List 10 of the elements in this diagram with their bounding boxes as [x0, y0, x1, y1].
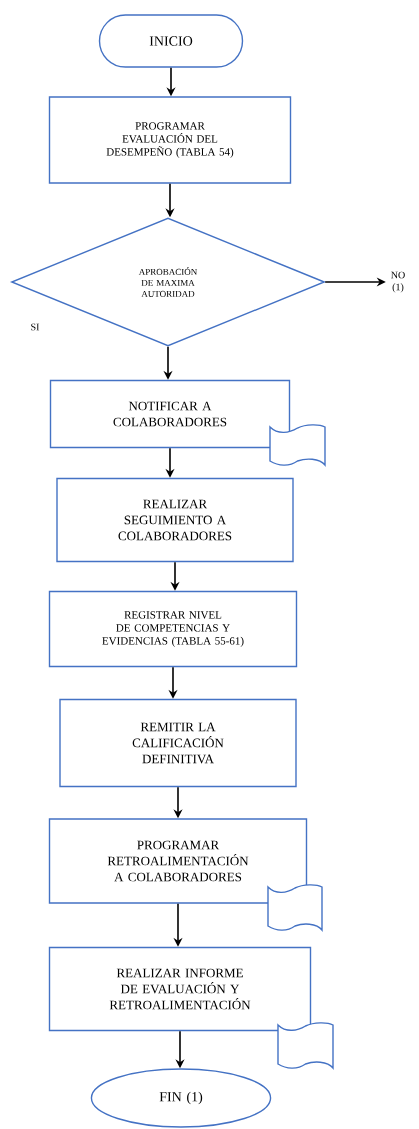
process-box: REGISTRAR NIVEL DE COMPETENCIAS Y EVIDENCIAS (TABLA 55-61)	[48, 590, 298, 668]
outcome-label: SI	[31, 323, 40, 331]
process-box: NOTIFICAR A COLABORADORES	[49, 379, 291, 449]
outcome-text: NO (1)	[391, 271, 405, 293]
process-box: PROGRAMAR EVALUACIÓN DEL DESEMPEÑO (TABLA 54)	[48, 96, 292, 184]
process-box: REALIZAR INFORME DE EVALUACIÓN Y RETROALIMENTACIÓN	[48, 946, 312, 1032]
start-terminal: INICIO	[98, 14, 244, 68]
process-box: PROGRAMAR RETROALIMENTACIÓN A COLABORADORES	[48, 818, 308, 904]
process-box: REALIZAR SEGUIMIENTO A COLABORADORES	[56, 477, 294, 563]
process-box: REMITIR LA CALIFICACIÓN DEFINITIVA	[59, 698, 297, 788]
